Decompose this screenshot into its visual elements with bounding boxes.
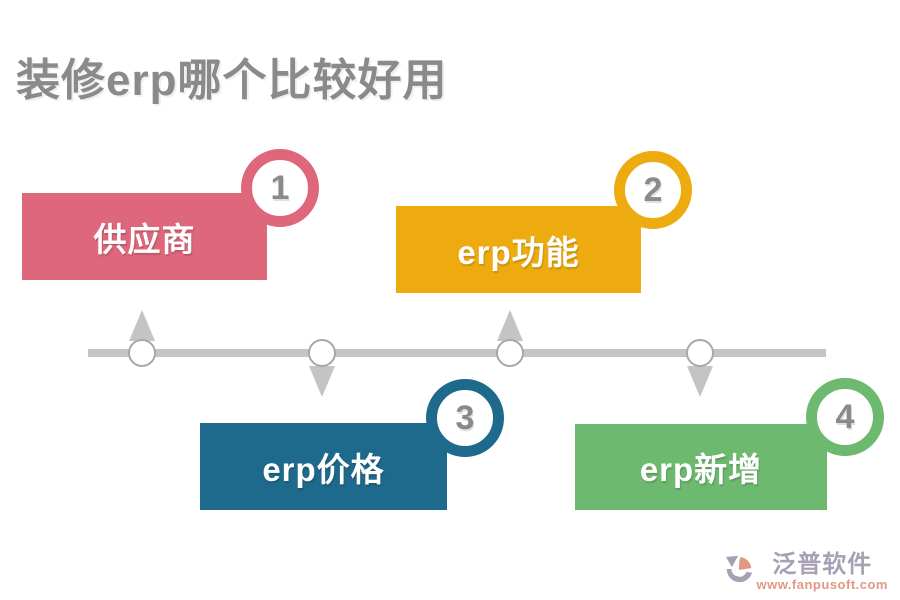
step-number-badge-3: 3 [426, 379, 504, 457]
logo-name: 泛普软件 [772, 550, 873, 578]
step-number-badge-2: 2 [614, 151, 692, 229]
step-box-3: erp价格 [200, 423, 447, 510]
step-number: 4 [835, 397, 855, 436]
step-label: 供应商 [93, 220, 196, 258]
timeline-node-2 [308, 339, 336, 367]
brand-logo: 泛普软件 www.fanpusoft.com [724, 552, 888, 592]
step-box-2: erp功能 [396, 206, 641, 293]
step-box-1: 供应商 [22, 193, 267, 280]
fanpu-logo-icon [726, 555, 753, 582]
step-number-badge-1: 1 [241, 149, 319, 227]
page-title: 装修erp哪个比较好用 [16, 56, 448, 105]
timeline-node-3 [496, 339, 524, 367]
timeline-node-4 [686, 339, 714, 367]
arrow-up-icon [129, 310, 155, 341]
step-label: erp新增 [639, 451, 763, 488]
step-number: 2 [643, 170, 663, 209]
step-number-badge-4: 4 [806, 378, 884, 456]
timeline-line [88, 349, 826, 357]
step-number: 1 [270, 168, 290, 207]
arrow-down-icon [687, 366, 713, 397]
step-label: erp功能 [457, 233, 580, 271]
timeline-node-1 [128, 339, 156, 367]
step-box-4: erp新增 [575, 424, 827, 510]
logo-url: www.fanpusoft.com [756, 577, 888, 592]
step-label: erp价格 [262, 450, 385, 488]
step-number: 3 [455, 398, 475, 437]
arrow-down-icon [309, 366, 335, 397]
arrow-up-icon [497, 310, 523, 341]
